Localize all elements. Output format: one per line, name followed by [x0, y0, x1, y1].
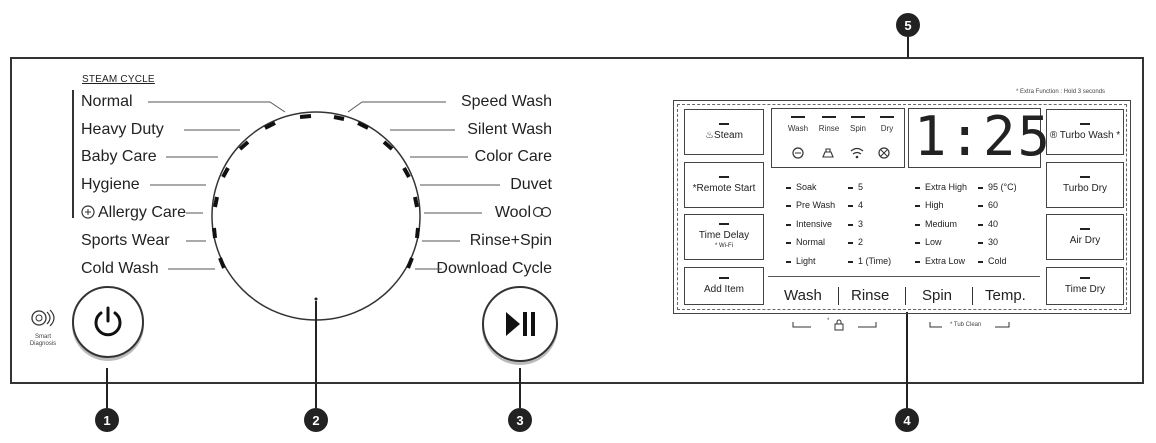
turbo-wash-icon: ® [1049, 130, 1058, 141]
combo-brackets [792, 322, 1010, 328]
separator [838, 287, 839, 305]
indicator-wash: Wash [787, 116, 809, 133]
separator [972, 287, 973, 305]
cycle-wool[interactable]: Wool [494, 204, 531, 221]
display-panel-inner [677, 104, 1127, 310]
time-dry-button[interactable]: Time Dry [1046, 267, 1124, 305]
rinse-option-1-time: 1 (Time) [848, 256, 891, 266]
cycle-duvet[interactable]: Duvet [510, 176, 552, 193]
turbo-dry-button[interactable]: Turbo Dry [1046, 162, 1124, 208]
child-lock-icon [832, 318, 846, 332]
rinse-option-5: 5 [848, 182, 863, 192]
smart-diagnosis-icon [27, 308, 57, 332]
power-icon [94, 306, 122, 337]
indicator-dry: Dry [876, 116, 898, 133]
indicator-spin: Spin [847, 116, 869, 133]
callout-4: 4 [895, 408, 919, 432]
temp-option-60: 60 [978, 200, 998, 210]
wash-option-intensive: Intensive [786, 219, 832, 229]
status-indicator-box [771, 108, 905, 168]
spin-option-extra-high: Extra High [915, 182, 967, 192]
wash-option-soak: Soak [786, 182, 817, 192]
tub-clean-note: * Tub Clean [950, 322, 982, 328]
temp-option-30: 30 [978, 237, 998, 247]
time-delay-button[interactable]: Time Delay* Wi-Fi [684, 214, 764, 260]
temp-option-95: 95 (°C) [978, 182, 1017, 192]
spin-option-medium: Medium [915, 219, 957, 229]
display-panel [673, 100, 1131, 314]
spin-option-low: Low [915, 237, 942, 247]
cycle-heavy-duty[interactable]: Heavy Duty [81, 121, 164, 138]
cycle-baby-care[interactable]: Baby Care [81, 148, 157, 165]
separator [905, 287, 906, 305]
child-lock-note: * [827, 318, 830, 324]
play-pause-icon [506, 312, 535, 336]
spin-option-extra-low: Extra Low [915, 256, 965, 266]
turbo-wash-button[interactable]: ® Turbo Wash * [1046, 109, 1124, 155]
extra-function-note: * Extra Function : Hold 3 seconds [1016, 89, 1106, 95]
add-item-button[interactable]: Add Item [684, 267, 764, 305]
callout-2: 2 [304, 408, 328, 432]
cycle-download-cycle[interactable]: Download Cycle [436, 260, 552, 277]
rinse-option-2: 2 [848, 237, 863, 247]
start-pause-button[interactable] [482, 286, 558, 362]
indicator-rinse: Rinse [818, 116, 840, 133]
air-dry-button[interactable]: Air Dry [1046, 214, 1124, 260]
wash-option-normal: Normal [786, 237, 825, 247]
cycle-speed-wash[interactable]: Speed Wash [460, 93, 552, 110]
callout-3: 3 [508, 408, 532, 432]
cycle-allergy-care[interactable]: Allergy Care [98, 204, 187, 221]
control-panel [10, 57, 1144, 384]
temp-option-cold: Cold [978, 256, 1007, 266]
time-display: 1:25 [914, 105, 1053, 168]
status-icons [787, 145, 897, 161]
cycle-cold-wash[interactable]: Cold Wash [81, 260, 159, 277]
option-divider [768, 276, 1040, 277]
remote-start-button[interactable]: *Remote Start [684, 162, 764, 208]
wash-option-light: Light [786, 256, 816, 266]
wash-button[interactable]: Wash [784, 287, 822, 304]
steam-cycle-bracket [72, 90, 74, 218]
steam-icon: ♨ [705, 130, 715, 141]
rinse-option-3: 3 [848, 219, 863, 229]
callout-5: 5 [896, 13, 920, 37]
rinse-option-4: 4 [848, 200, 863, 210]
temp-button[interactable]: Temp. [985, 287, 1026, 304]
spin-option-high: High [915, 200, 944, 210]
cycle-color-care[interactable]: Color Care [474, 148, 552, 165]
cycle-normal[interactable]: Normal [81, 93, 133, 110]
temp-option-40: 40 [978, 219, 998, 229]
allergy-icon [80, 204, 96, 220]
steam-button[interactable]: ♨Steam [684, 109, 764, 155]
power-button[interactable] [72, 286, 144, 358]
wool-icon [532, 205, 552, 219]
wash-option-pre-wash: Pre Wash [786, 200, 835, 210]
time-display-box [908, 108, 1041, 168]
spin-button[interactable]: Spin [922, 287, 953, 304]
steam-cycle-label: STEAM CYCLE [82, 74, 155, 85]
cycle-rinse-spin[interactable]: Rinse+Spin [469, 232, 552, 249]
cycle-hygiene[interactable]: Hygiene [81, 176, 140, 193]
cycle-sports-wear[interactable]: Sports Wear [81, 232, 170, 249]
cycle-silent-wash[interactable]: Silent Wash [467, 121, 552, 138]
callout-1: 1 [95, 408, 119, 432]
rinse-button[interactable]: Rinse [851, 287, 890, 304]
smart-diagnosis-label: Smart Diagnosis [29, 334, 57, 347]
